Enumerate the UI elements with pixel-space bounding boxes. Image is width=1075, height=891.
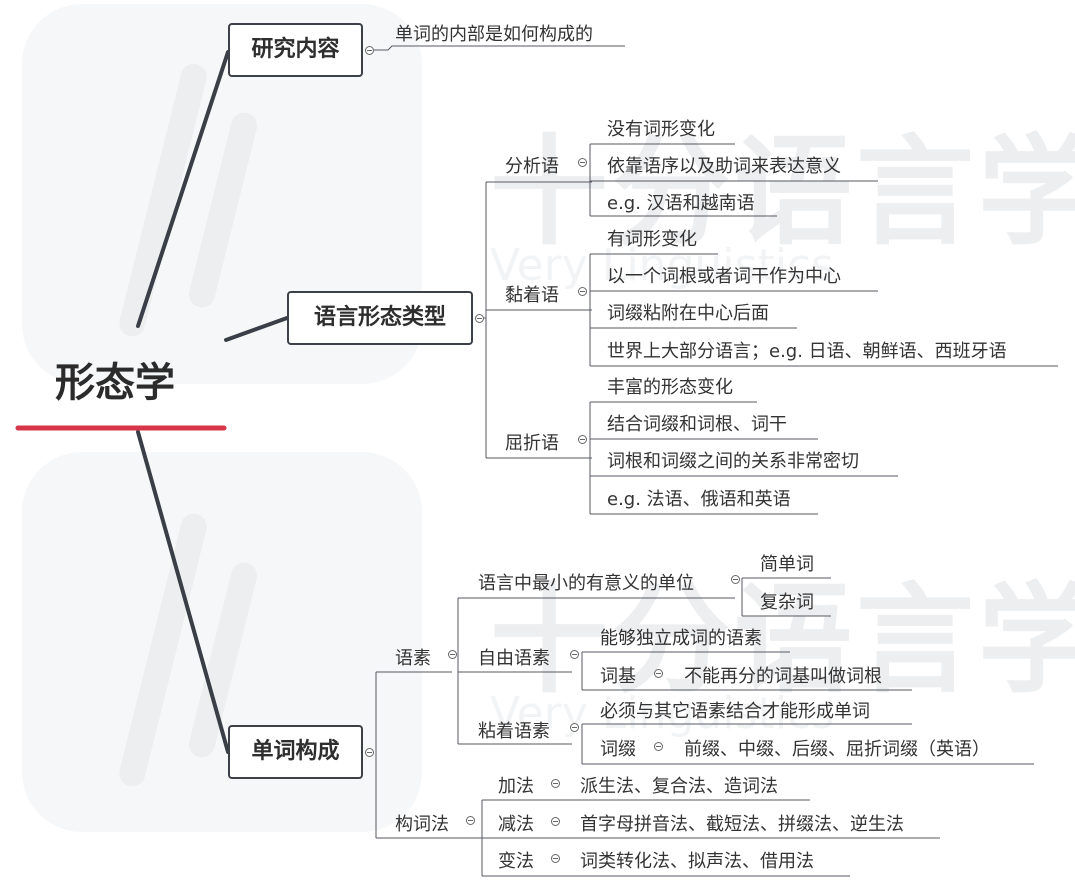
free-morpheme-label[interactable]: 自由语素 [478, 648, 550, 669]
type-fusional-label[interactable]: 屈折语 [505, 433, 559, 454]
watermark-subtitle-top: Very Linguistics [490, 240, 835, 291]
connector-root-word-formation [136, 430, 230, 754]
collapse-toggle-icon[interactable] [578, 435, 587, 444]
word-formation-methods-label[interactable]: 构词法 [395, 814, 449, 835]
collapse-toggle-icon[interactable] [551, 779, 560, 788]
collapse-toggle-icon[interactable] [365, 748, 374, 757]
smallest-unit-item[interactable]: 复杂词 [760, 592, 814, 613]
collapse-toggle-icon[interactable] [731, 575, 740, 584]
collapse-toggle-icon[interactable] [551, 854, 560, 863]
connector-root-types [224, 316, 289, 342]
smallest-unit-item[interactable]: 简单词 [760, 554, 814, 575]
fusional-item[interactable]: 结合词缀和词根、词干 [607, 414, 787, 435]
method-row-label[interactable]: 变法 [498, 851, 534, 872]
method-row-item[interactable]: 词类转化法、拟声法、借用法 [580, 851, 814, 872]
method-row-item[interactable]: 派生法、复合法、造词法 [580, 776, 778, 797]
bound-morpheme-affix-label[interactable]: 词缀 [600, 739, 636, 760]
method-row-label[interactable]: 加法 [498, 776, 534, 797]
collapse-toggle-icon[interactable] [365, 46, 374, 55]
connector-root-research [136, 50, 230, 328]
fusional-item[interactable]: 丰富的形态变化 [607, 377, 733, 398]
free-morpheme-base-item[interactable]: 不能再分的词基叫做词根 [684, 666, 882, 687]
smallest-unit-label[interactable]: 语言中最小的有意义的单位 [478, 573, 694, 594]
collapse-toggle-icon[interactable] [654, 669, 663, 678]
type-agglutinative-label[interactable]: 黏着语 [505, 285, 559, 306]
collapse-toggle-icon[interactable] [551, 817, 560, 826]
collapse-toggle-icon[interactable] [578, 158, 587, 167]
method-row-item[interactable]: 首字母拼音法、截短法、拼缀法、逆生法 [580, 814, 904, 835]
analytic-item[interactable]: 没有词形变化 [607, 119, 715, 140]
bound-morpheme-affix-item[interactable]: 前缀、中缀、后缀、屈折词缀（英语） [684, 739, 990, 760]
agglutinative-item[interactable]: 世界上大部分语言；e.g. 日语、朝鲜语、西班牙语 [607, 341, 1007, 362]
type-analytic-label[interactable]: 分析语 [505, 156, 559, 177]
branch-research[interactable]: 研究内容 [228, 23, 363, 77]
free-morpheme-item[interactable]: 能够独立成词的语素 [600, 628, 762, 649]
agglutinative-item[interactable]: 词缀粘附在中心后面 [607, 303, 769, 324]
method-row-label[interactable]: 减法 [498, 814, 534, 835]
agglutinative-item[interactable]: 以一个词根或者词干作为中心 [607, 266, 841, 287]
watermark-title-bottom: 十分语言学 [490, 571, 1075, 709]
branch-language-types[interactable]: 语言形态类型 [287, 291, 473, 345]
research-item[interactable]: 单词的内部是如何构成的 [395, 24, 593, 45]
collapse-toggle-icon[interactable] [578, 287, 587, 296]
analytic-item[interactable]: e.g. 汉语和越南语 [607, 193, 755, 214]
branch-word-formation[interactable]: 单词构成 [228, 725, 363, 779]
connector-types-spine [484, 182, 487, 458]
collapse-toggle-icon[interactable] [654, 742, 663, 751]
collapse-toggle-icon[interactable] [448, 650, 457, 659]
morpheme-label[interactable]: 语素 [395, 648, 431, 669]
free-morpheme-base-label[interactable]: 词基 [600, 666, 636, 687]
fusional-item[interactable]: 词根和词缀之间的关系非常密切 [607, 451, 859, 472]
collapse-toggle-icon[interactable] [570, 650, 579, 659]
connector-research [374, 45, 625, 51]
root-topic[interactable]: 形态学 [55, 360, 175, 406]
watermark-subtitle-bottom: Very Linguistics [490, 688, 835, 739]
collapse-toggle-icon[interactable] [475, 314, 484, 323]
collapse-toggle-icon[interactable] [570, 723, 579, 732]
analytic-item[interactable]: 依靠语序以及助词来表达意义 [607, 156, 841, 177]
watermark-title-top: 十分语言学 [490, 123, 1075, 261]
fusional-item[interactable]: e.g. 法语、俄语和英语 [607, 489, 791, 510]
collapse-toggle-icon[interactable] [466, 816, 475, 825]
bound-morpheme-item[interactable]: 必须与其它语素结合才能形成单词 [600, 701, 870, 722]
agglutinative-item[interactable]: 有词形变化 [607, 229, 697, 250]
bound-morpheme-label[interactable]: 粘着语素 [478, 721, 550, 742]
